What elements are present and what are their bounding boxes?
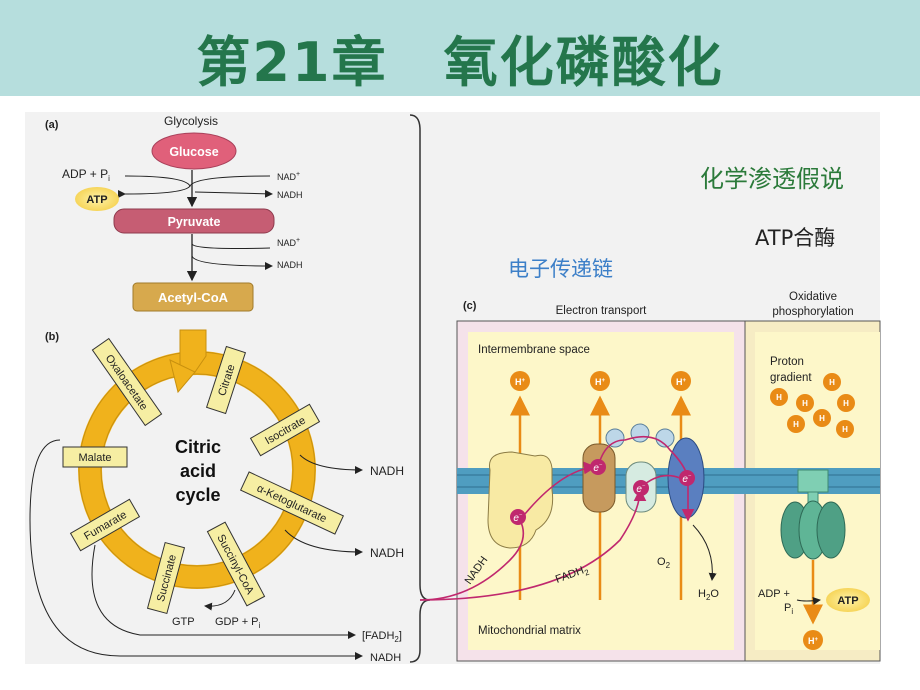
citrate-box: Citrate [205, 345, 247, 415]
oxphos-label-2: phosphorylation [772, 306, 853, 318]
atp-label-a: ATP [86, 194, 107, 206]
panel-brace [409, 114, 431, 663]
slide-title: 第21章 氧化磷酸化 [196, 31, 724, 94]
panel-b-label: (b) [45, 331, 59, 343]
svg-text:H: H [776, 393, 782, 402]
pi-c: Pi [784, 602, 793, 616]
cycle-center-3: cycle [175, 485, 220, 505]
cycle-center-1: Citric [175, 437, 221, 457]
proton-badge-2: H+ [590, 371, 610, 391]
svg-text:H: H [842, 425, 848, 434]
atp-glow-c [826, 588, 870, 612]
panel-c-label: (c) [463, 300, 477, 312]
svg-text:H: H [819, 414, 825, 423]
svg-text:e⁻: e⁻ [636, 484, 646, 495]
adp-pi-a: ADP + Pi [62, 167, 110, 183]
electron-1: e⁻ [510, 509, 526, 525]
fadh2-b: [FADH2] [362, 630, 402, 644]
nad-a1: NAD+ [277, 171, 300, 182]
callout-electron-chain: 电子传递链 [508, 257, 613, 281]
electron-3: e⁻ [633, 480, 649, 496]
panel-a-label: (a) [45, 119, 59, 131]
title-bar [0, 0, 920, 96]
proton-badge-matrix: H+ [803, 630, 823, 650]
atp-glow-a [75, 187, 119, 211]
svg-text:H: H [829, 378, 835, 387]
cycle-center-2: acid [180, 461, 216, 481]
svg-text:H: H [793, 420, 799, 429]
nadh-a2: NADH [277, 260, 303, 270]
gdp-pi-label: GDP + Pi [215, 616, 261, 630]
nad-a2: NAD+ [277, 237, 300, 248]
svg-text:e⁻: e⁻ [513, 513, 523, 524]
svg-text:H+: H+ [808, 636, 819, 646]
nadh-b1: NADH [370, 464, 404, 478]
gtp-label: GTP [172, 616, 195, 628]
cytc-3 [655, 428, 675, 448]
svg-text:H+: H+ [595, 377, 606, 387]
proton-badge-3: H+ [671, 371, 691, 391]
electron-2: e⁻ [590, 459, 606, 475]
h2o-c: H2O [698, 588, 719, 602]
o2-c: O2 [657, 556, 671, 570]
cytc-2 [630, 423, 650, 443]
electron-4: e⁻ [679, 470, 695, 486]
svg-text:Malate: Malate [78, 452, 111, 464]
complex-i [487, 451, 554, 549]
svg-text:H+: H+ [515, 377, 526, 387]
svg-text:e⁻: e⁻ [593, 463, 603, 474]
acetyl-coa-node [132, 282, 254, 312]
glucose-label: Glucose [169, 145, 218, 159]
intermembrane-label: Intermembrane space [478, 344, 590, 356]
callout-atp-synthase: ATP合酶 [755, 226, 836, 250]
oxphos-label-1: Oxidative [789, 291, 837, 303]
svg-text:H: H [843, 399, 849, 408]
electron-transport-label: Electron transport [556, 305, 648, 317]
atp-label-c: ATP [837, 595, 858, 607]
proton-gradient-2: gradient [770, 372, 812, 384]
complex-ii [582, 443, 616, 513]
proton-badge-1: H+ [510, 371, 530, 391]
atp-synthase-f1 [780, 500, 846, 560]
svg-text:e⁻: e⁻ [682, 474, 692, 485]
atp-synthase-f0 [797, 469, 829, 493]
matrix-label: Mitochondrial matrix [478, 625, 581, 637]
glycolysis-label: Glycolysis [164, 114, 218, 128]
cytc-1 [605, 428, 625, 448]
acetyl-coa-label: Acetyl-CoA [158, 290, 229, 305]
svg-text:H+: H+ [676, 377, 687, 387]
pyruvate-label: Pyruvate [168, 215, 221, 229]
nadh-b2: NADH [370, 546, 404, 560]
gradient-protons: H H H H H H H [770, 373, 855, 438]
adp-c: ADP + [758, 588, 790, 600]
nadh-bottom: NADH [370, 652, 401, 664]
pyruvate-node [113, 208, 275, 234]
glucose-node [151, 132, 237, 170]
callout-chemiosmotic: 化学渗透假说 [700, 165, 844, 193]
malate-box: Malate [62, 446, 128, 468]
proton-gradient-1: Proton [770, 356, 804, 368]
svg-text:H: H [802, 399, 808, 408]
cycle-arrowhead [169, 359, 196, 394]
nadh-a1: NADH [277, 190, 303, 200]
